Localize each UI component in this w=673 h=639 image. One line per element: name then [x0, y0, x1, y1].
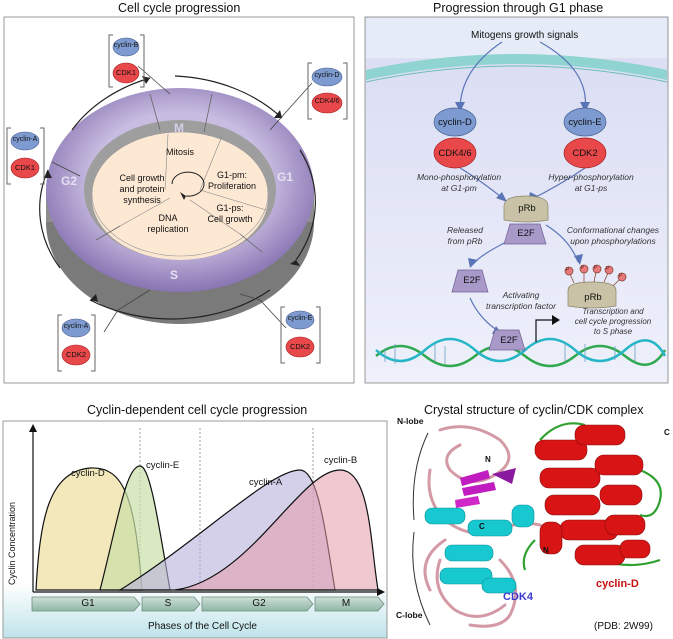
- title-cyclin-dependent: Cyclin-dependent cell cycle progression: [87, 403, 308, 417]
- beta-strands: [455, 468, 516, 508]
- phase-s: S: [164, 598, 172, 609]
- g1-cdk46: CDK4/6: [438, 148, 472, 159]
- x-axis-label: Phases of the Cell Cycle: [148, 621, 257, 632]
- phosphate-label: P: [606, 266, 610, 272]
- prb-complex: pRb: [518, 203, 536, 214]
- cdk4-helices: [424, 504, 535, 594]
- cx-b-cdk: CDK1: [115, 68, 136, 77]
- cx-d-cyclin: cyclin-D: [314, 72, 340, 79]
- phosphate-label: P: [566, 267, 570, 273]
- cx-a2-cdk: CDK2: [65, 350, 86, 359]
- cx-b-cyclin: cyclin-B: [113, 42, 139, 49]
- bracket-boxes: [6, 34, 348, 372]
- phase-g2: G2: [252, 598, 266, 609]
- title-cell-cycle: Cell cycle progression: [118, 1, 241, 15]
- title-crystal-structure: Crystal structure of cyclin/CDK complex: [424, 403, 644, 417]
- phase-label-s: S: [170, 268, 179, 282]
- e2f-dna: E2F: [500, 335, 518, 346]
- pdb-id: (PDB: 2W99): [594, 621, 653, 632]
- e2f-bound: E2F: [517, 228, 535, 239]
- e2f-free: E2F: [463, 275, 481, 286]
- phosphate-label: P: [594, 265, 598, 271]
- center-mitosis: Mitosis: [166, 147, 195, 157]
- phase-arrows: [31, 596, 385, 612]
- cyclin-c-terminus: C: [664, 428, 670, 437]
- n-lobe-label: N-lobe: [397, 416, 424, 426]
- cx-e-cdk: CDK2: [289, 342, 310, 351]
- cycle-ring: [46, 88, 314, 324]
- label-cyclin-e: cyclin-E: [146, 460, 180, 471]
- cyclin-d-helices: [534, 424, 651, 566]
- label-cyclin-b: cyclin-B: [324, 455, 358, 466]
- g1-cdk2: CDK2: [572, 148, 598, 159]
- g1-cyclin-d: cyclin-D: [438, 117, 472, 128]
- g1-cyclin-e: cyclin-E: [568, 117, 602, 128]
- phase-m: M: [341, 598, 351, 609]
- g1-diagram: [364, 16, 669, 384]
- mitogen-signals: Mitogens growth signals: [471, 30, 579, 41]
- curve-cyclin-e: [99, 465, 171, 591]
- cx-a1-cdk: CDK1: [14, 163, 35, 172]
- prb-phosphorylated: pRb: [584, 292, 602, 303]
- phase-g1: G1: [81, 598, 95, 609]
- curve-cyclin-b: [174, 469, 379, 591]
- phase-label-g2: G2: [61, 174, 78, 188]
- cx-a1-cyclin: cyclin-A: [12, 136, 38, 143]
- title-g1-progression: Progression through G1 phase: [433, 1, 604, 15]
- c-lobe-label: C-lobe: [396, 610, 423, 620]
- phosphate-label: P: [581, 265, 585, 271]
- cyclin-d-label: cyclin-D: [596, 578, 639, 590]
- cyclin-n-terminus: N: [543, 546, 549, 555]
- center-g1pm: G1-pm:Proliferation: [207, 170, 257, 191]
- cdk4-label: CDK4: [503, 591, 533, 603]
- cdk4-n-terminus: N: [485, 455, 491, 464]
- complex-markers: [6, 34, 348, 372]
- center-g1ps: G1-ps:Cell growth: [207, 203, 253, 224]
- cx-a2-cyclin: cyclin-A: [63, 323, 89, 330]
- phase-label-m: M: [174, 121, 184, 135]
- phosphate-label: P: [619, 273, 623, 279]
- phosphates: [564, 264, 627, 287]
- phase-label-g1: G1: [277, 170, 294, 184]
- cdk4-c-terminus: C: [479, 522, 485, 531]
- ovals: [10, 37, 343, 366]
- label-cyclin-d: cyclin-D: [71, 468, 105, 479]
- cx-e-cyclin: cyclin-E: [287, 315, 313, 322]
- cx-d-cdk: CDK4/6: [314, 98, 340, 105]
- label-cyclin-a: cyclin-A: [249, 477, 283, 488]
